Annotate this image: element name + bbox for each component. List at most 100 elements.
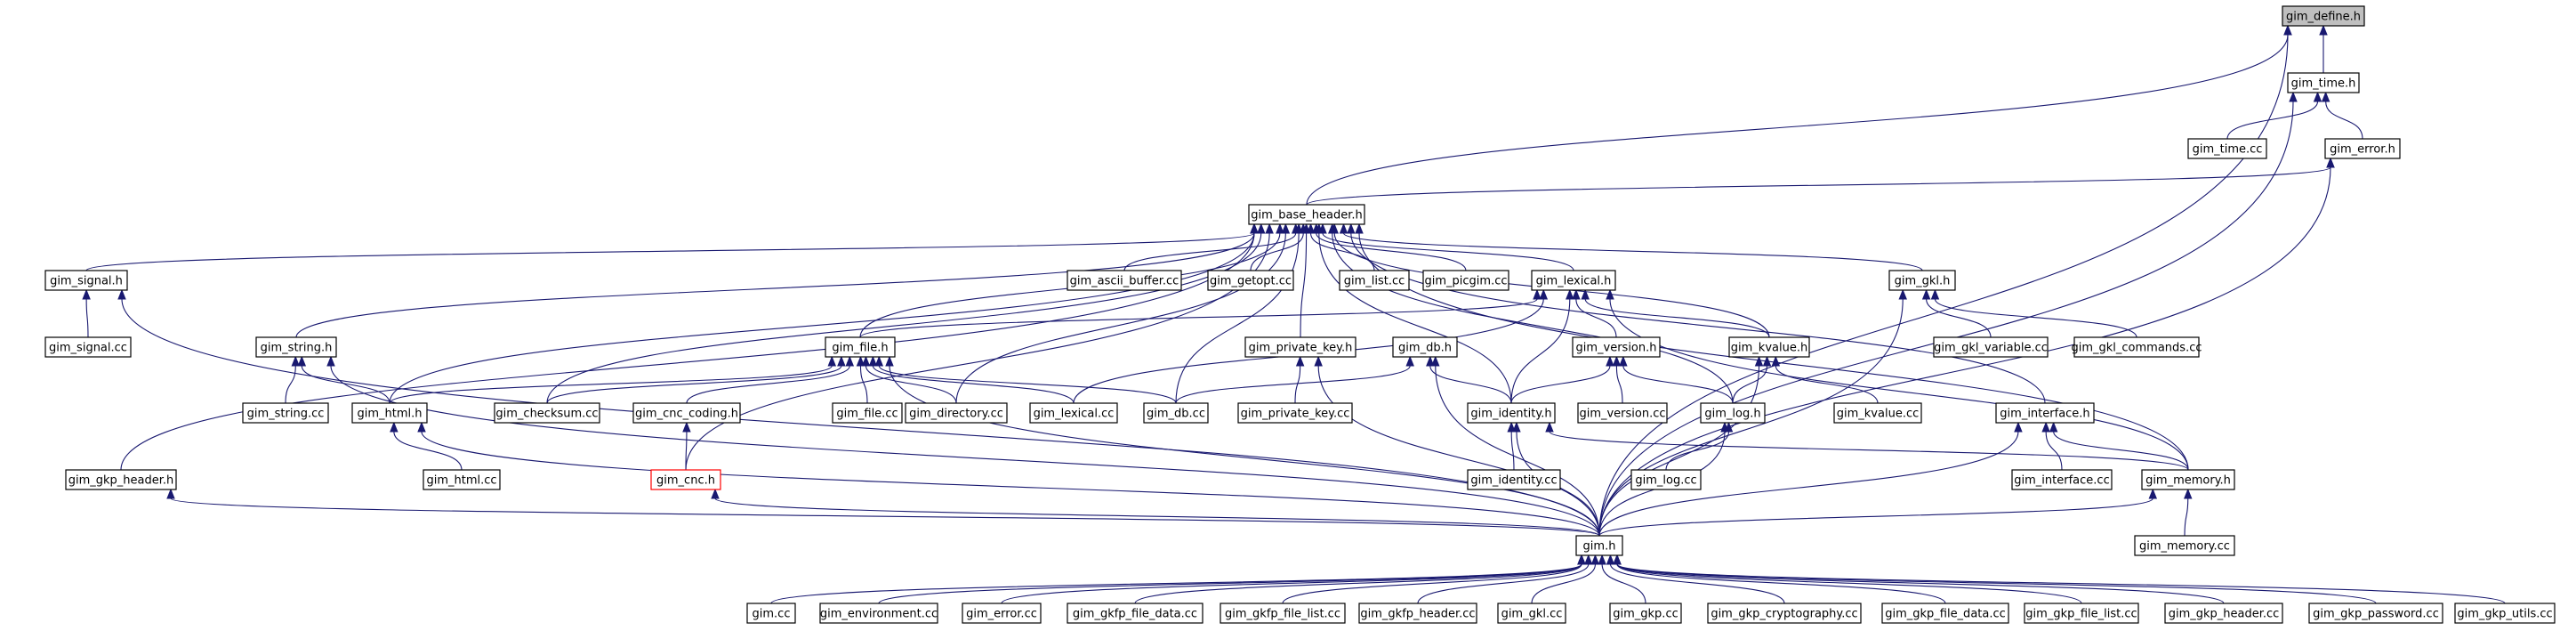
node-gim-ascii-buffer-cc[interactable]: gim_ascii_buffer.cc — [1067, 270, 1182, 291]
node-gim-getopt-cc[interactable]: gim_getopt.cc — [1207, 270, 1294, 291]
node-gim-gkp-cryptography-cc[interactable]: gim_gkp_cryptography.cc — [1707, 603, 1862, 624]
edge-gim_html_h-to-gim_file_h — [389, 365, 833, 404]
arrowhead-gim_log_h-to-gim_kvalue_h — [1762, 355, 1772, 367]
node-label: gim_signal.h — [50, 275, 123, 288]
edge-gim_identity_h-to-gim_version_h — [1510, 365, 1611, 404]
node-gim-identity-h[interactable]: gim_identity.h — [1467, 402, 1556, 424]
node-gim-memory-h[interactable]: gim_memory.h — [2141, 469, 2235, 490]
node-gim-log-h[interactable]: gim_log.h — [1700, 402, 1766, 424]
edge-gim_h-to-gim_interface_h — [1598, 431, 2019, 537]
node-gim-time-cc[interactable]: gim_time.cc — [2187, 138, 2267, 159]
node-gim-environment-cc[interactable]: gim_environment.cc — [819, 603, 938, 624]
edge-gim_identity_h-to-gim_db_h — [1429, 365, 1512, 404]
node-gim-kvalue-cc[interactable]: gim_kvalue.cc — [1833, 402, 1922, 424]
node-gim-error-cc[interactable]: gim_error.cc — [962, 603, 1042, 624]
arrowhead-gim_memory_h-to-gim_interface_h — [2049, 421, 2058, 433]
node-box — [962, 603, 1042, 624]
arrowhead-gim_private_key_h-to-gim_base_header_h — [1301, 222, 1311, 234]
node-box — [2011, 469, 2113, 490]
arrowhead-gim_identity_h-to-gim_version_h — [1606, 355, 1614, 367]
node-gim-cnc-h[interactable]: gim_cnc.h — [650, 469, 721, 490]
node-gim-gkp-utils-cc[interactable]: gim_gkp_utils.cc — [2454, 603, 2556, 624]
node-label: gim_time.h — [2291, 77, 2356, 91]
node-gim-gkp-password-cc[interactable]: gim_gkp_password.cc — [2308, 603, 2443, 624]
node-gim-gkl-cc[interactable]: gim_gkl.cc — [1497, 603, 1566, 624]
node-gim-memory-cc[interactable]: gim_memory.cc — [2134, 535, 2235, 556]
node-gim-time-h[interactable]: gim_time.h — [2287, 72, 2360, 93]
node-gim-html-h[interactable]: gim_html.h — [351, 402, 428, 424]
edge-gim_h-to-gim_html_h — [421, 431, 1600, 537]
arrowhead-gim_gkl_commands_cc-to-gim_gkl_h — [1930, 288, 1940, 300]
node-gim-version-h[interactable]: gim_version.h — [1572, 336, 1661, 358]
node-gim-kvalue-h[interactable]: gim_kvalue.h — [1728, 336, 1810, 358]
node-gim-h[interactable]: gim.h — [1575, 535, 1623, 556]
arrowhead-gim_h-to-gim_string_h — [326, 355, 335, 367]
edge-gim_memory_cc-to-gim_memory_h — [2184, 498, 2189, 537]
node-gim-log-cc[interactable]: gim_log.cc — [1630, 469, 1702, 490]
edge-gim_memory_h-to-gim_interface_h — [2053, 431, 2189, 471]
node-gim-string-h[interactable]: gim_string.h — [255, 336, 337, 358]
node-gim-html-cc[interactable]: gim_html.cc — [423, 469, 501, 490]
node-gim-gkl-commands-cc[interactable]: gim_gkl_commands.cc — [2071, 336, 2202, 358]
node-gim-cc[interactable]: gim.cc — [746, 603, 796, 624]
node-gim-signal-cc[interactable]: gim_signal.cc — [44, 336, 132, 358]
node-gim-interface-h[interactable]: gim_interface.h — [1995, 402, 2095, 424]
arrowhead-gim_log_h-to-gim_version_h — [1619, 355, 1628, 367]
node-gim-gkp-file-list-cc[interactable]: gim_gkp_file_list.cc — [2024, 603, 2139, 624]
node-gim-file-h[interactable]: gim_file.h — [825, 336, 896, 358]
node-label: gim_memory.h — [2145, 474, 2231, 488]
node-gim-private-key-cc[interactable]: gim_private_key.cc — [1237, 402, 1353, 424]
node-gim-gkfp-file-list-cc[interactable]: gim_gkfp_file_list.cc — [1220, 603, 1346, 624]
node-box — [494, 402, 600, 424]
node-gim-gkl-h[interactable]: gim_gkl.h — [1888, 270, 1956, 291]
arrowhead-gim_h-to-gim_html_h — [417, 421, 426, 433]
node-gim-define-h[interactable]: gim_define.h — [2282, 5, 2365, 27]
node-gim-base-header-h[interactable]: gim_base_header.h — [1248, 204, 1365, 225]
node-gim-file-cc[interactable]: gim_file.cc — [832, 402, 903, 424]
edge-gim_string_cc-to-gim_string_h — [285, 365, 296, 404]
edge-gim_db_cc-to-gim_db_h — [1175, 365, 1411, 404]
edge-gim_db_cc-to-gim_file_h — [878, 365, 1177, 404]
node-gim-private-key-h[interactable]: gim_private_key.h — [1244, 336, 1356, 358]
node-gim-gkl-variable-cc[interactable]: gim_gkl_variable.cc — [1933, 336, 2049, 358]
node-gim-string-cc[interactable]: gim_string.cc — [242, 402, 329, 424]
arrowhead-gim_cnc_h-to-gim_cnc_coding_h — [682, 421, 691, 433]
node-label: gim_cnc.h — [656, 474, 715, 488]
node-box — [1143, 402, 1209, 424]
node-label: gim_version.h — [1575, 342, 1656, 355]
node-gim-checksum-cc[interactable]: gim_checksum.cc — [494, 402, 600, 424]
node-box — [1833, 402, 1922, 424]
node-gim-gkfp-file-data-cc[interactable]: gim_gkfp_file_data.cc — [1067, 603, 1203, 624]
node-gim-lexical-cc[interactable]: gim_lexical.cc — [1029, 402, 1118, 424]
edge-gim_gkp_cryptography_cc-to-gim_h — [1609, 563, 1785, 604]
node-gim-db-cc[interactable]: gim_db.cc — [1143, 402, 1209, 424]
node-gim-gkp-header-cc[interactable]: gim_gkp_header.cc — [2164, 603, 2283, 624]
node-gim-gkp-file-data-cc[interactable]: gim_gkp_file_data.cc — [1881, 603, 2009, 624]
node-box — [1422, 270, 1509, 291]
node-gim-db-h[interactable]: gim_db.h — [1392, 336, 1458, 358]
node-label: gim_signal.cc — [49, 342, 127, 355]
arrowhead-gim_memory_h-to-gim_identity_h — [1545, 421, 1554, 433]
edge-gim_h-to-gim_cnc_h — [714, 498, 1600, 537]
node-gim-version-cc[interactable]: gim_version.cc — [1577, 402, 1668, 424]
node-label: gim_directory.cc — [909, 408, 1003, 421]
node-gim-list-cc[interactable]: gim_list.cc — [1339, 270, 1410, 291]
node-box — [1467, 469, 1561, 490]
node-gim-lexical-h[interactable]: gim_lexical.h — [1531, 270, 1616, 291]
node-gim-identity-cc[interactable]: gim_identity.cc — [1467, 469, 1561, 490]
node-gim-error-h[interactable]: gim_error.h — [2324, 138, 2401, 159]
node-gim-signal-h[interactable]: gim_signal.h — [44, 270, 128, 291]
node-gim-directory-cc[interactable]: gim_directory.cc — [905, 402, 1008, 424]
node-box — [351, 402, 428, 424]
edge-gim_db_cc-to-gim_base_header_h — [1175, 232, 1300, 404]
node-gim-cnc-coding-h[interactable]: gim_cnc_coding.h — [632, 402, 741, 424]
node-gim-gkp-cc[interactable]: gim_gkp.cc — [1609, 603, 1682, 624]
edge-gim_private_key_cc-to-gim_private_key_h — [1294, 365, 1301, 404]
node-gim-picgim-cc[interactable]: gim_picgim.cc — [1422, 270, 1509, 291]
node-box — [423, 469, 501, 490]
node-gim-gkp-header-h[interactable]: gim_gkp_header.h — [65, 469, 177, 490]
node-gim-interface-cc[interactable]: gim_interface.cc — [2011, 469, 2113, 490]
arrowhead-gim_error_h-to-gim_time_h — [2321, 91, 2330, 102]
node-gim-gkfp-header-cc[interactable]: gim_gkfp_header.cc — [1358, 603, 1477, 624]
edge-gim_gkl_h-to-gim_base_header_h — [1342, 232, 1923, 271]
